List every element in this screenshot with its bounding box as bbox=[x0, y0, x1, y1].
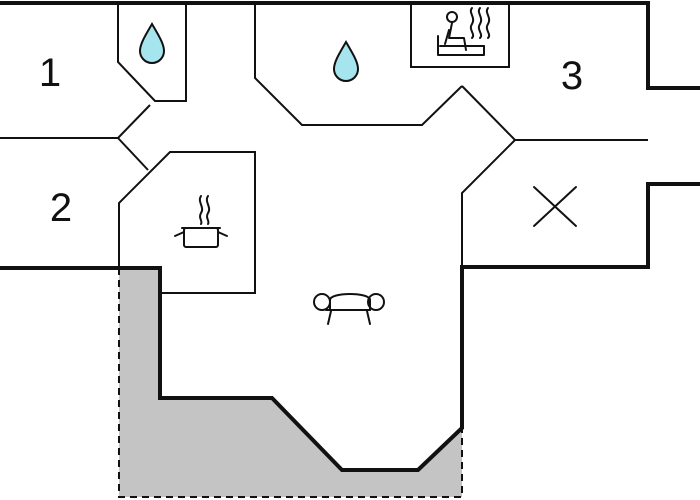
room-label-3: 3 bbox=[561, 54, 583, 98]
cross-icon bbox=[533, 186, 577, 227]
interior-walls bbox=[0, 3, 648, 294]
cooking-pot-icon bbox=[174, 195, 228, 248]
terrace-area bbox=[119, 268, 462, 497]
water-drop-icon bbox=[332, 40, 360, 82]
water-drop-icon bbox=[138, 22, 166, 64]
room-label-2: 2 bbox=[50, 186, 72, 230]
terrace-dashed-border bbox=[118, 268, 463, 498]
room-label-1: 1 bbox=[39, 51, 61, 95]
sauna-icon bbox=[437, 7, 491, 56]
sofa-icon bbox=[313, 293, 385, 325]
outer-walls bbox=[0, 1, 700, 472]
